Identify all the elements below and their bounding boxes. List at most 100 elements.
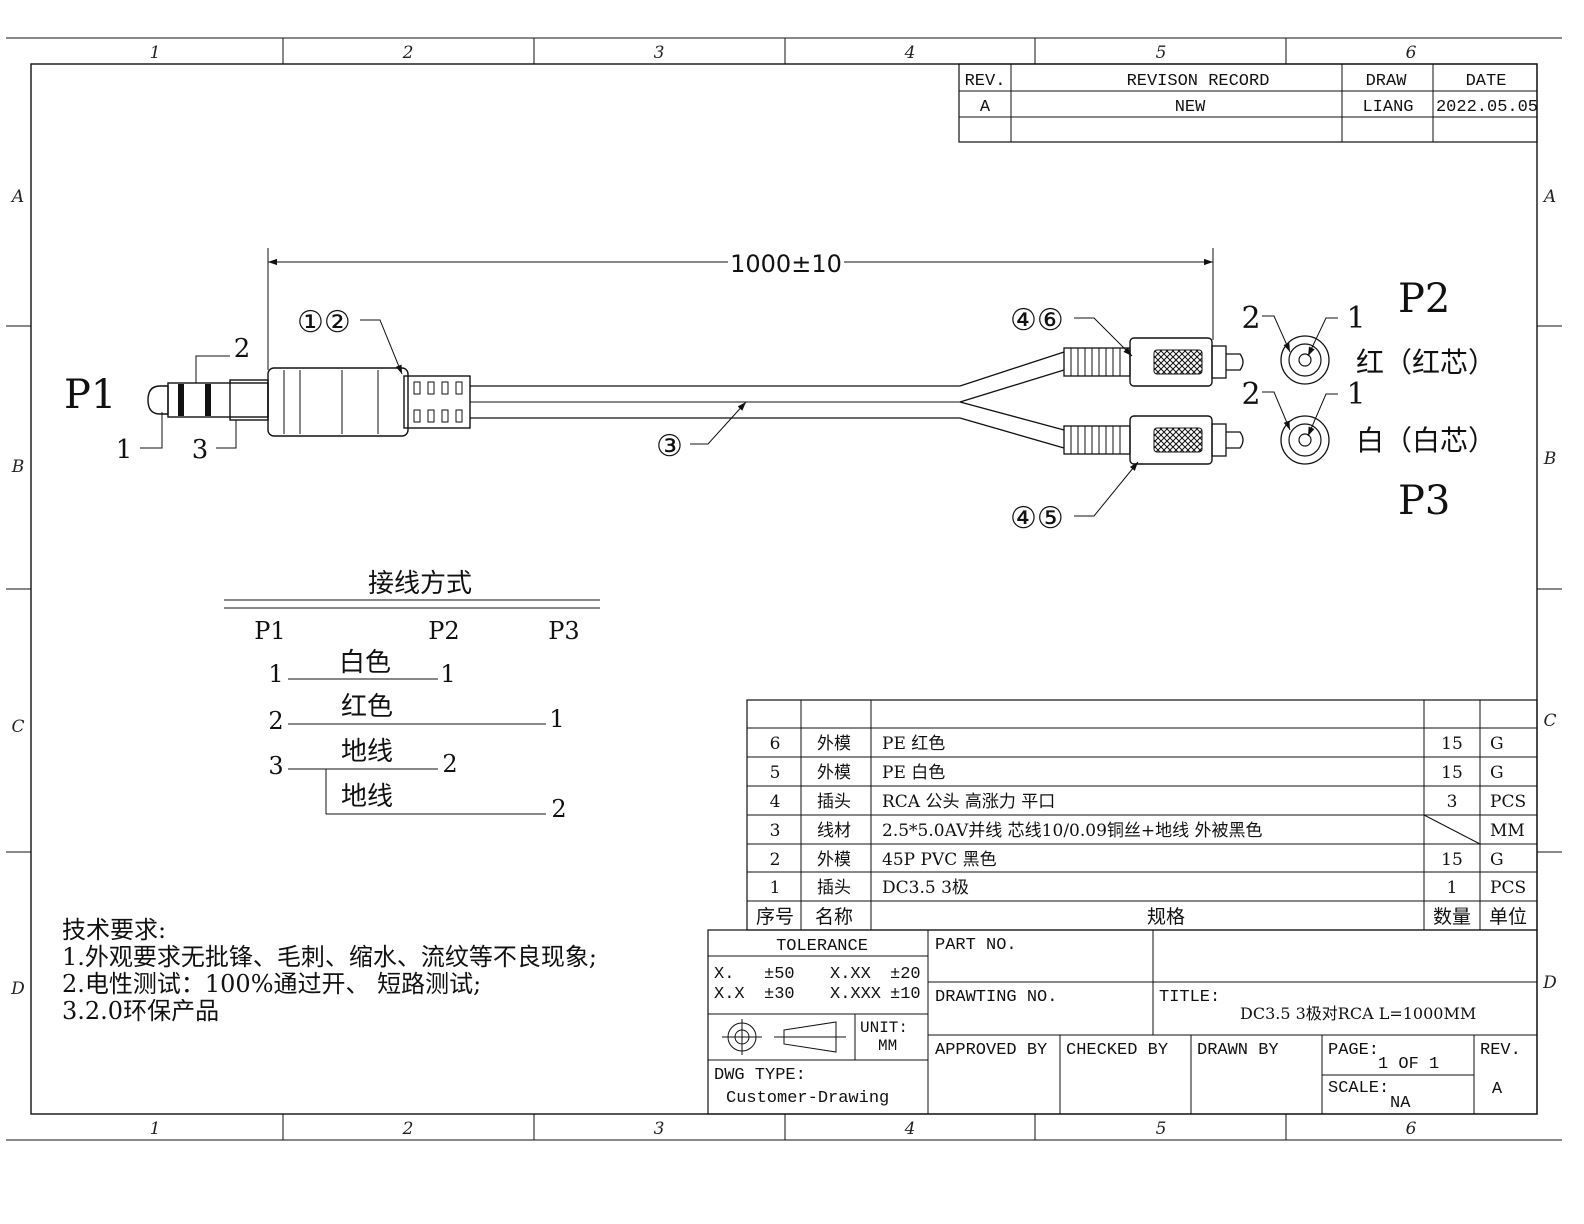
length-dimension-text: 1000±10: [730, 250, 842, 278]
length-dimension: 1000±10: [267, 248, 1214, 370]
scale-value: NA: [1390, 1094, 1411, 1113]
callout-text: ①②: [297, 305, 351, 340]
tol-xxx: X.XXX: [830, 985, 881, 1004]
requirement-item: 3.2.0环保产品: [62, 997, 219, 1025]
rca-pin-label: 2: [1241, 301, 1260, 336]
checked-by-label: CHECKED BY: [1066, 1041, 1168, 1060]
grid-col-bottom: 5: [1156, 1119, 1167, 1139]
wiring-p1-pin: 1: [268, 660, 283, 688]
bom-cell: 3: [1447, 792, 1458, 812]
grid-col-top: 3: [654, 43, 665, 63]
part-no-label: PART NO.: [935, 936, 1017, 955]
approved-by-label: APPROVED BY: [935, 1041, 1047, 1060]
grid-col-bottom: 6: [1406, 1119, 1417, 1139]
bom-cell: 插头: [817, 878, 851, 898]
bom-header-cell: 规格: [1147, 906, 1185, 928]
wiring-end-pin: 1: [440, 660, 455, 688]
wiring-wire-label: 地线: [341, 782, 393, 812]
title-label: TITLE:: [1159, 988, 1220, 1007]
page-label: PAGE:: [1328, 1041, 1379, 1060]
bom-cell: PE 红色: [882, 734, 945, 754]
bom-cell: 1: [1447, 878, 1458, 898]
rca-pin-label: 2: [1241, 377, 1260, 412]
grid-col-top: 4: [904, 43, 916, 63]
bom-cell: 15: [1441, 763, 1463, 783]
rev-header: REVISON RECORD: [1127, 72, 1270, 91]
rev-header: DATE: [1466, 72, 1507, 91]
callout-45: ④⑤: [1010, 461, 1139, 536]
bom-table: [746, 699, 1538, 931]
drawn-by-label: DRAWN BY: [1197, 1041, 1279, 1060]
grid-col-bottom: 2: [402, 1119, 414, 1139]
p2-color-label: 红（红芯）: [1356, 346, 1496, 379]
wiring-wire-label: 红色: [341, 692, 393, 722]
tol-x: X.: [714, 965, 734, 984]
bom-cell: 4: [770, 792, 781, 812]
grid-row-left: D: [10, 979, 25, 999]
bom-cell: DC3.5 3极: [882, 878, 969, 898]
plug-pin-label: 2: [234, 334, 251, 364]
tol-xx-value: ±20: [890, 965, 921, 984]
rca-face-white: 2 1: [1241, 377, 1366, 465]
bom-cell: 2.5*5.0AV并线 芯线10/0.09铜丝+地线 外被黑色: [882, 821, 1263, 841]
rca-pin-label: 1: [1346, 301, 1365, 336]
grid-row-right: D: [1542, 973, 1557, 993]
grid-col-top: 5: [1156, 43, 1167, 63]
drawing-no-label: DRAWTING NO.: [935, 988, 1057, 1007]
p1-label: P1: [64, 372, 116, 418]
technical-requirements: 技术要求: 1.外观要求无批锋、毛刺、缩水、流纹等不良现象; 2.电性测试：10…: [62, 916, 597, 1025]
dwg-type-value: Customer-Drawing: [726, 1089, 889, 1108]
p3-color-label: 白（白芯）: [1356, 424, 1496, 457]
bom-cell: PCS: [1490, 878, 1526, 898]
dc-plug-p1: P1 2 1 3: [64, 334, 471, 465]
tol-xxx-value: ±10: [890, 985, 921, 1004]
cable-assembly: 1000±10 P1 2 1 3: [64, 248, 1496, 536]
wiring-scheme: 接线方式 P1 P2 P3 1 白色 1 2 红色 1 3 地线 2 地线 2: [224, 569, 600, 823]
callout-3: ③: [656, 401, 747, 464]
bom-cell: MM: [1490, 821, 1525, 841]
bom-header-cell: 数量: [1433, 906, 1471, 928]
wiring-title: 接线方式: [368, 569, 472, 599]
rca-face-red: 2 1: [1241, 301, 1366, 385]
wiring-wire-label: 地线: [341, 737, 393, 767]
bom-cell: 3: [770, 821, 781, 841]
requirements-title: 技术要求:: [62, 916, 166, 944]
bom-header-cell: 序号: [756, 906, 794, 928]
rev-cell: A: [980, 98, 991, 117]
bom-cell: G: [1490, 763, 1504, 783]
p3-label: P3: [1398, 478, 1450, 524]
grid-col-bottom: 3: [654, 1119, 665, 1139]
bom-header-cell: 单位: [1489, 906, 1527, 928]
bom-cell: 5: [770, 763, 781, 783]
bom-cell: 2: [770, 850, 781, 870]
revision-table: REV. REVISON RECORD DRAW DATE A NEW LIAN…: [958, 63, 1538, 143]
grid-col-top: 2: [402, 43, 414, 63]
rev-header: DRAW: [1366, 72, 1408, 91]
bom-header-cell: 名称: [815, 906, 853, 928]
callout-text: ④⑤: [1010, 501, 1064, 536]
tol-x1-value: ±30: [764, 985, 795, 1004]
bom-cell: 外模: [817, 763, 851, 783]
grid-row-left: A: [10, 187, 24, 207]
requirement-item: 1.外观要求无批锋、毛刺、缩水、流纹等不良现象;: [62, 943, 597, 971]
grid-row-right: B: [1543, 449, 1557, 469]
callout-text: ④⑥: [1010, 303, 1064, 338]
wiring-p1-pin: 3: [268, 752, 283, 780]
bom-cell: 15: [1441, 734, 1463, 754]
bom-cell: 线材: [817, 821, 851, 841]
wiring-col-header: P1: [254, 617, 285, 645]
grid-row-right: A: [1542, 187, 1556, 207]
rev-header: REV.: [965, 72, 1006, 91]
bom-cell: 插头: [817, 792, 851, 812]
rev-cell: 2022.05.05: [1436, 98, 1538, 117]
wiring-end-pin: 2: [551, 795, 566, 823]
bom-cell: 外模: [817, 734, 851, 754]
callout-12: ①②: [297, 305, 403, 375]
dwg-type-label: DWG TYPE:: [714, 1066, 806, 1085]
unit-value: MM: [878, 1037, 897, 1055]
grid-row-left: B: [11, 457, 25, 477]
bom-cell: G: [1490, 850, 1504, 870]
bom-cell: G: [1490, 734, 1504, 754]
bom-cell: PCS: [1490, 792, 1526, 812]
wiring-col-header: P3: [548, 617, 579, 645]
